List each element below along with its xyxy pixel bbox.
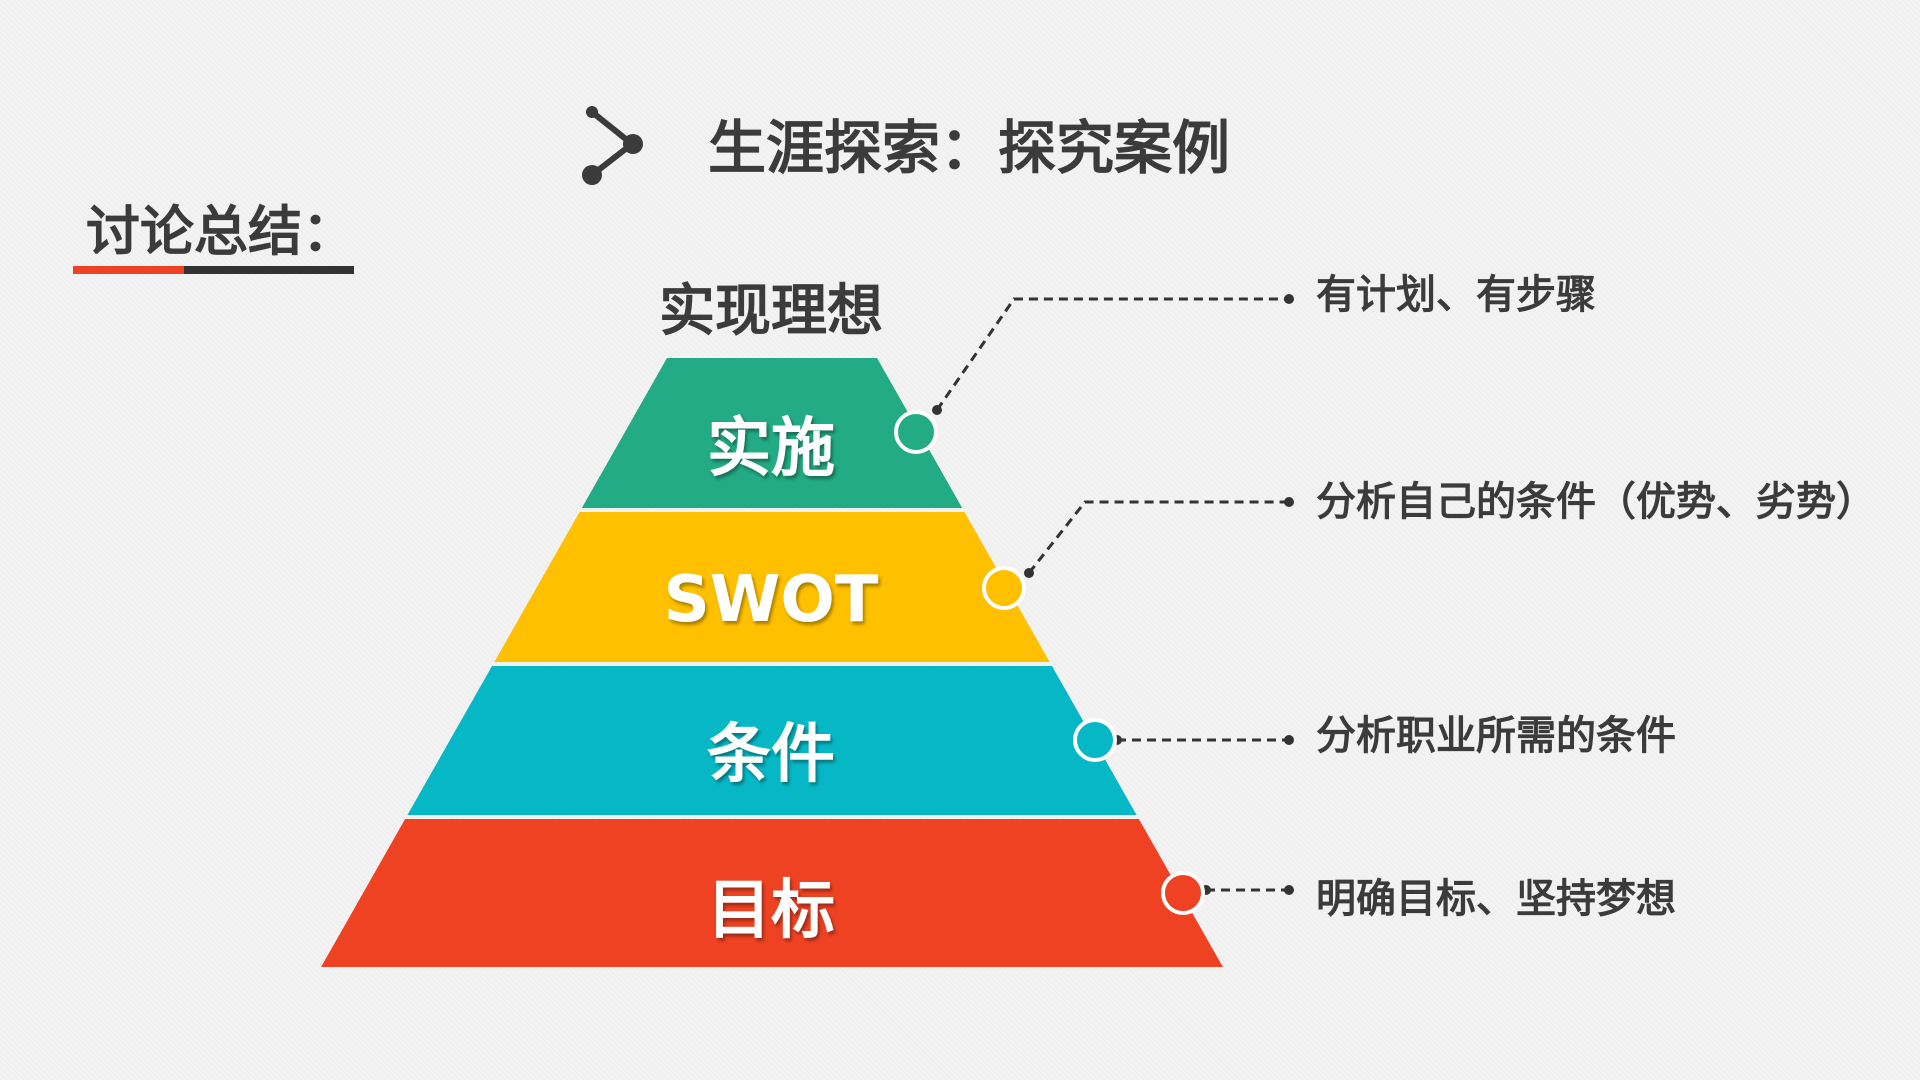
layer-note: 分析自己的条件（优势、劣势） — [1316, 479, 1876, 525]
layer-label: SWOT — [664, 563, 879, 637]
connector-line — [935, 297, 1289, 411]
connector-line — [1027, 500, 1289, 574]
layer-note: 有计划、有步骤 — [1316, 272, 1596, 318]
pyramid-layer — [494, 512, 1050, 662]
layer-note: 分析职业所需的条件 — [1316, 713, 1676, 759]
section-title: 讨论总结： — [86, 200, 356, 263]
share-network-icon — [582, 106, 643, 185]
pyramid-layer — [407, 666, 1137, 815]
layer-label: 目标 — [707, 874, 835, 948]
pyramid — [321, 358, 1223, 967]
layer-marker-circle — [982, 566, 1026, 610]
pyramid-layer — [581, 358, 963, 508]
layer-marker-circle — [894, 410, 938, 454]
layer-label: 条件 — [707, 718, 835, 792]
layer-label: 实施 — [707, 412, 835, 486]
connector-dots — [932, 294, 1294, 895]
underline-dark — [184, 266, 354, 274]
layer-marker-circle — [1161, 871, 1205, 915]
layer-marker-circle — [1073, 718, 1117, 762]
pyramid-layer — [321, 819, 1223, 967]
layer-note: 明确目标、坚持梦想 — [1316, 876, 1676, 922]
pyramid-top-label: 实现理想 — [659, 279, 883, 344]
page-title: 生涯探索：探究案例 — [708, 114, 1230, 182]
underline-accent — [73, 266, 184, 274]
